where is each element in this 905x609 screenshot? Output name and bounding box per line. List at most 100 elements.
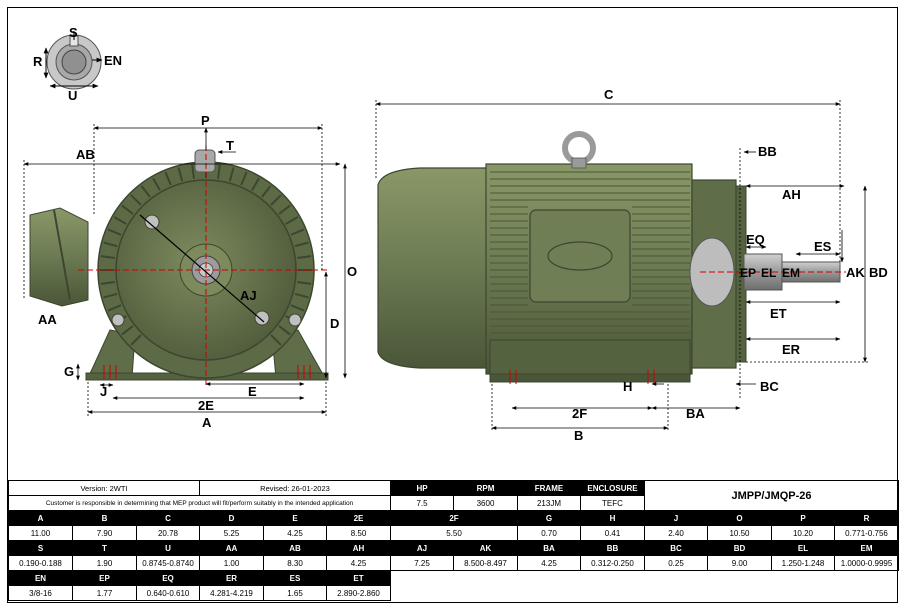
dim-value: 0.190-0.188: [8, 555, 73, 571]
dim-header: T: [72, 540, 137, 556]
dim-value: 1.250-1.248: [771, 555, 835, 571]
front-dimension-lines: [23, 124, 347, 416]
version-text: Version: 2WTI: [8, 480, 200, 496]
dim-value: 5.25: [199, 525, 264, 541]
dim-value: 2.890-2.860: [326, 585, 391, 601]
dim-value: 1.77: [72, 585, 137, 601]
label-ep: EP: [740, 266, 756, 280]
label-en: EN: [104, 53, 122, 68]
label-t: T: [226, 138, 234, 153]
dim-header: EN: [8, 570, 73, 586]
dim-header: 2F: [390, 510, 518, 526]
label-ak: AK: [846, 265, 865, 280]
label-aa: AA: [38, 312, 57, 327]
label-em: EM: [782, 266, 800, 280]
dim-header: BC: [644, 540, 708, 556]
rating-header: FRAME: [517, 480, 581, 496]
dim-value: 7.90: [72, 525, 137, 541]
dim-header: EQ: [136, 570, 200, 586]
disclaimer-note: Customer is responsible in determining t…: [8, 495, 391, 511]
label-p: P: [201, 113, 210, 128]
dim-header: A: [8, 510, 73, 526]
drawing-sheet: [7, 7, 898, 603]
dim-value: 8.30: [263, 555, 327, 571]
dim-header: AH: [326, 540, 391, 556]
dim-header: H: [580, 510, 645, 526]
label-e: E: [248, 384, 257, 399]
side-dimension-lines: [375, 100, 868, 432]
dim-header: O: [707, 510, 772, 526]
dim-value: 4.25: [263, 525, 327, 541]
motor-dimension-drawing: S R EN U: [23, 25, 888, 443]
spec-table: Version: 2WTI Revised: 26-01-2023 HP RPM…: [8, 480, 899, 601]
dims-value-row: 0.190-0.188 1.90 0.8745-0.8740 1.00 8.30…: [8, 555, 899, 571]
note-row: Customer is responsible in determining t…: [8, 495, 899, 511]
revised-text: Revised: 26-01-2023: [199, 480, 391, 496]
dim-value: 1.0000-0.9995: [834, 555, 899, 571]
label-g: G: [64, 364, 74, 379]
dim-header: AB: [263, 540, 327, 556]
label-d: D: [330, 316, 339, 331]
motor-front-view: [29, 145, 330, 388]
dim-value: 9.00: [707, 555, 772, 571]
dim-value: 8.50: [326, 525, 391, 541]
rating-value: 3600: [453, 495, 518, 511]
dim-header: BA: [517, 540, 581, 556]
label-ab: AB: [76, 147, 95, 162]
label-er: ER: [782, 342, 801, 357]
dim-header: C: [136, 510, 200, 526]
info-row: Version: 2WTI Revised: 26-01-2023 HP RPM…: [8, 480, 899, 511]
label-aj: AJ: [240, 288, 257, 303]
rating-header: ENCLOSURE: [580, 480, 645, 496]
dim-value: 11.00: [8, 525, 73, 541]
dims-value-row: 3/8-16 1.77 0.640-0.610 4.281-4.219 1.65…: [8, 585, 899, 601]
rating-header: HP: [390, 480, 454, 496]
rating-value: 213JM: [517, 495, 581, 511]
dims-header-row: A B C D E 2E 2F G H J O P R: [8, 510, 899, 526]
label-s: S: [69, 25, 78, 40]
dim-header: E: [263, 510, 327, 526]
dim-value: 0.312-0.250: [580, 555, 645, 571]
dim-header: G: [517, 510, 581, 526]
dim-header: S: [8, 540, 73, 556]
dims-header-row: EN EP EQ ER ES ET: [8, 570, 899, 586]
label-eq: EQ: [746, 232, 765, 247]
rating-value: 7.5: [390, 495, 454, 511]
dim-header: B: [72, 510, 137, 526]
motor-side-view: [377, 131, 846, 384]
label-ah: AH: [782, 187, 801, 202]
dim-header: BB: [580, 540, 645, 556]
label-2f: 2F: [572, 406, 587, 421]
label-2e: 2E: [198, 398, 214, 413]
dim-value: 0.70: [517, 525, 581, 541]
dim-header: EL: [771, 540, 835, 556]
dim-header: ER: [199, 570, 264, 586]
dim-value: 4.25: [517, 555, 581, 571]
label-j: J: [100, 384, 107, 399]
dim-header: ES: [263, 570, 327, 586]
dim-header: AK: [453, 540, 518, 556]
dim-header: ET: [326, 570, 391, 586]
dim-value: 0.8745-0.8740: [136, 555, 200, 571]
dim-value: 4.25: [326, 555, 391, 571]
dim-value: 0.640-0.610: [136, 585, 200, 601]
dim-value: 1.90: [72, 555, 137, 571]
label-bc: BC: [760, 379, 779, 394]
label-et: ET: [770, 306, 787, 321]
dim-value: 5.50: [390, 525, 518, 541]
dim-header: EP: [72, 570, 137, 586]
dim-header: J: [644, 510, 708, 526]
dims-value-row: 11.00 7.90 20.78 5.25 4.25 8.50 5.50 0.7…: [8, 525, 899, 541]
dim-value: 1.00: [199, 555, 264, 571]
label-bb: BB: [758, 144, 777, 159]
label-r: R: [33, 54, 43, 69]
dim-header: D: [199, 510, 264, 526]
shaft-end-detail: [43, 31, 103, 90]
label-o: O: [347, 264, 357, 279]
dims-header-row: S T U AA AB AH AJ AK BA BB BC BD EL EM: [8, 540, 899, 556]
label-h: H: [623, 379, 632, 394]
dim-value: 10.50: [707, 525, 772, 541]
dim-value: 0.41: [580, 525, 645, 541]
label-b: B: [574, 428, 583, 443]
model-number: JMPP/JMQP-26: [644, 480, 899, 511]
